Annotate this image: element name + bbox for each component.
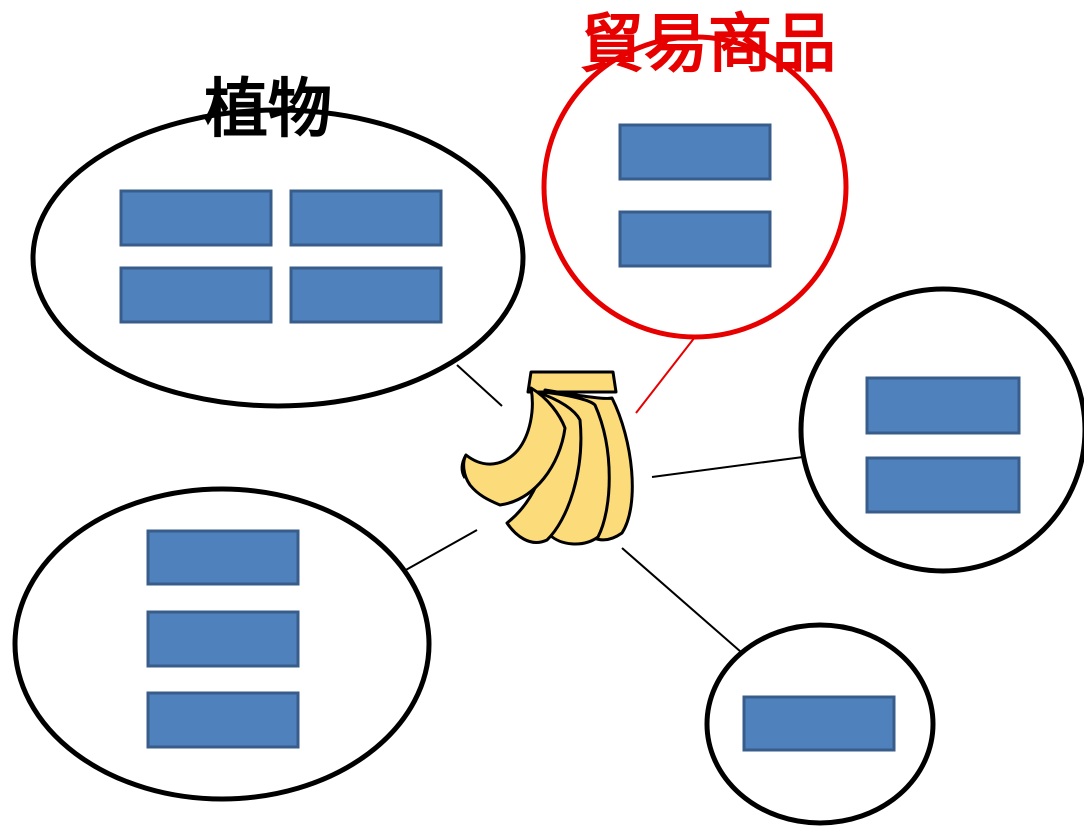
banana-front [462,386,567,507]
placeholder-box [742,695,896,752]
placeholder-box [146,610,300,668]
group-bottom-right-outline [704,622,936,826]
group-trade-goods-outline [541,34,849,340]
placeholder-box [289,189,443,247]
group-plants-label: 植物 [204,73,332,147]
placeholder-box [119,266,273,324]
banana-bunch-icon [460,370,634,546]
connector-plants [456,364,503,407]
group-plants-outline [30,107,526,409]
placeholder-box [289,266,443,324]
placeholder-box [618,210,772,268]
group-bottom-left-outline [12,486,432,802]
banana-tip [460,454,468,479]
placeholder-box [146,529,300,586]
group-right [798,286,1084,574]
group-trade-goods-label: 貿易商品 [580,8,836,82]
connector-right [651,456,804,478]
connector-bottom-right [621,547,742,653]
placeholder-box [119,189,273,247]
placeholder-box [865,376,1021,435]
group-bottom-left [12,486,432,802]
placeholder-box [146,691,300,749]
banana-stem [526,370,618,394]
group-right-outline [798,286,1084,574]
placeholder-box [865,456,1021,514]
group-bottom-right [704,622,936,826]
placeholder-box [618,123,772,181]
group-trade-goods: 貿易商品 [541,8,849,340]
connector-trade-goods [635,336,696,414]
connector-bottom-left [403,529,478,572]
group-plants: 植物 [30,73,526,409]
